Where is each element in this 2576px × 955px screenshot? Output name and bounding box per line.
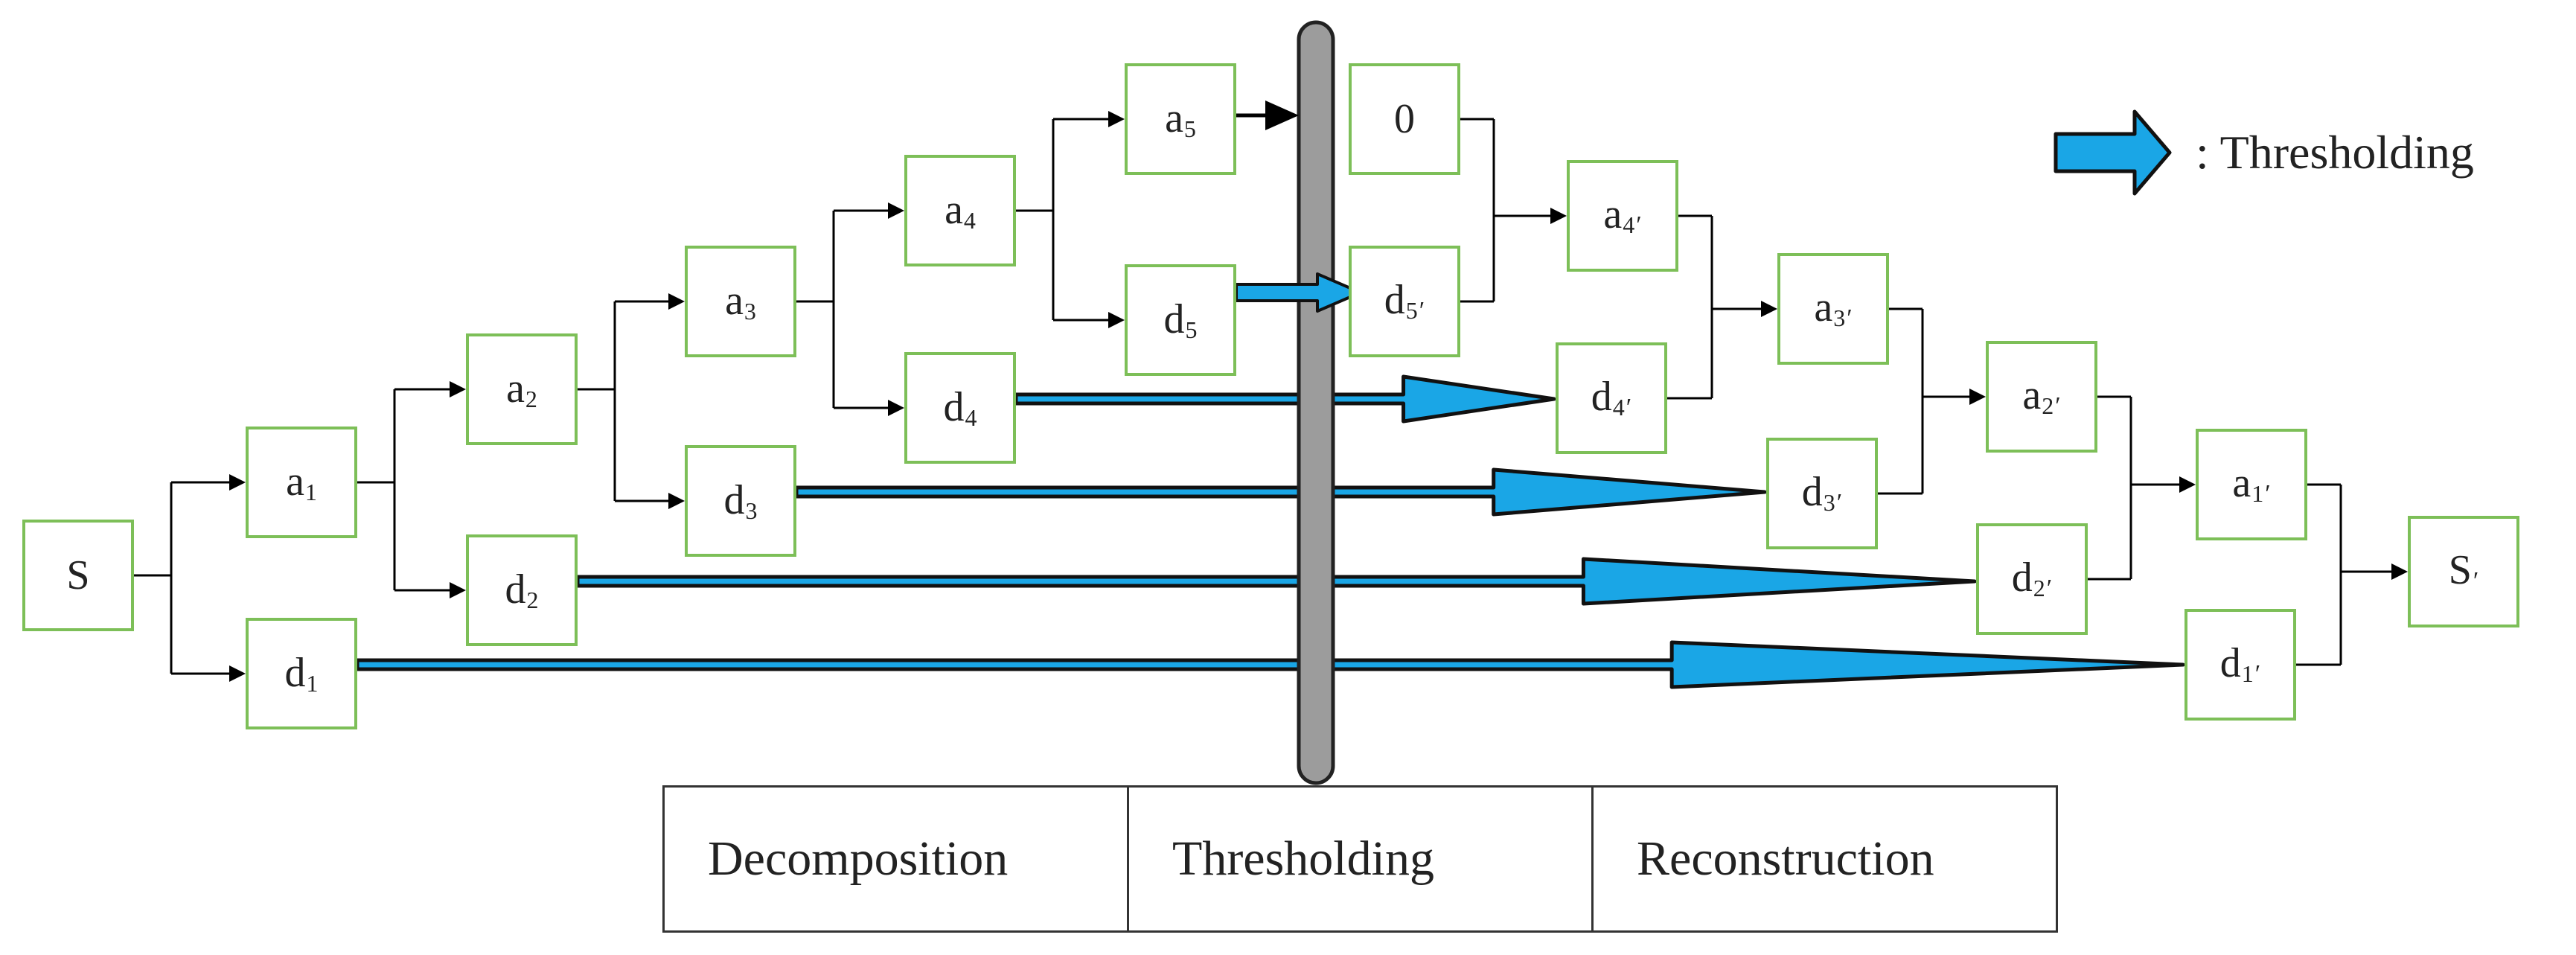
node-a4-prime: a4′ — [1567, 160, 1678, 272]
node-d5: d5 — [1125, 264, 1236, 376]
node-d2-prime: d2′ — [1976, 523, 2088, 635]
node-d2-arrowhead — [450, 582, 466, 598]
connector-arrowheads — [229, 111, 2408, 682]
node-d3-prime: d3′ — [1766, 438, 1878, 549]
node-a2-prime-arrowhead — [1969, 389, 1986, 405]
node-d4: d4 — [904, 352, 1016, 464]
phase-table: Decomposition Thresholding Reconstructio… — [662, 785, 2058, 933]
node-a5-arrowhead — [1108, 111, 1125, 127]
node-a1-arrowhead — [229, 474, 246, 491]
d5-threshold-arrow — [1235, 272, 1362, 313]
node-a2: a2 — [466, 333, 578, 445]
node-a4: a4 — [904, 155, 1016, 266]
phase-thresholding: Thresholding — [1129, 788, 1594, 930]
node-d1-prime: d1′ — [2185, 609, 2296, 721]
d3-threshold-arrow — [794, 467, 1767, 517]
node-d3-arrowhead — [668, 493, 685, 509]
node-a1: a1 — [246, 427, 357, 538]
node-a2-prime: a2′ — [1986, 341, 2097, 453]
a5-to-barrier-arrow — [1236, 100, 1299, 130]
legend: : Thresholding — [2054, 112, 2474, 194]
node-a3: a3 — [685, 246, 796, 357]
node-a3-prime: a3′ — [1777, 253, 1889, 365]
node-a2-arrowhead — [450, 381, 466, 397]
node-a4-arrowhead — [888, 202, 904, 219]
thresholding-barrier — [1297, 20, 1335, 785]
legend-label: : Thresholding — [2196, 126, 2474, 179]
node-d3: d3 — [685, 445, 796, 557]
node-a4-prime-arrowhead — [1550, 208, 1567, 224]
node-d1-arrowhead — [229, 665, 246, 682]
node-a3-arrowhead — [668, 293, 685, 310]
phase-reconstruction: Reconstruction — [1637, 831, 1934, 886]
legend-arrow-icon — [2054, 109, 2172, 196]
node-d5-prime: d5′ — [1349, 246, 1460, 357]
node-zero: 0 — [1349, 63, 1460, 175]
node-a1-prime-arrowhead — [2179, 476, 2196, 493]
node-d4-arrowhead — [888, 400, 904, 416]
node-a1-prime: a1′ — [2196, 429, 2307, 540]
d2-threshold-arrow — [575, 557, 1977, 606]
node-s-prime-arrowhead — [2391, 563, 2408, 580]
phase-decomposition: Decomposition — [665, 788, 1129, 930]
node-s: S — [22, 520, 134, 631]
node-a3-prime-arrowhead — [1761, 301, 1777, 317]
d1-threshold-arrow — [355, 640, 2185, 689]
node-d1: d1 — [246, 618, 357, 729]
node-s-prime: S′ — [2408, 516, 2519, 627]
tree-connectors — [134, 118, 2391, 675]
node-d5-arrowhead — [1108, 312, 1125, 328]
legend-arrow-slot — [2054, 112, 2173, 194]
thresholding-arrows — [355, 374, 2185, 689]
d4-threshold-arrow — [1014, 374, 1556, 424]
node-d4-prime: d4′ — [1556, 342, 1667, 454]
node-a5: a5 — [1125, 63, 1236, 175]
node-d2: d2 — [466, 534, 578, 646]
